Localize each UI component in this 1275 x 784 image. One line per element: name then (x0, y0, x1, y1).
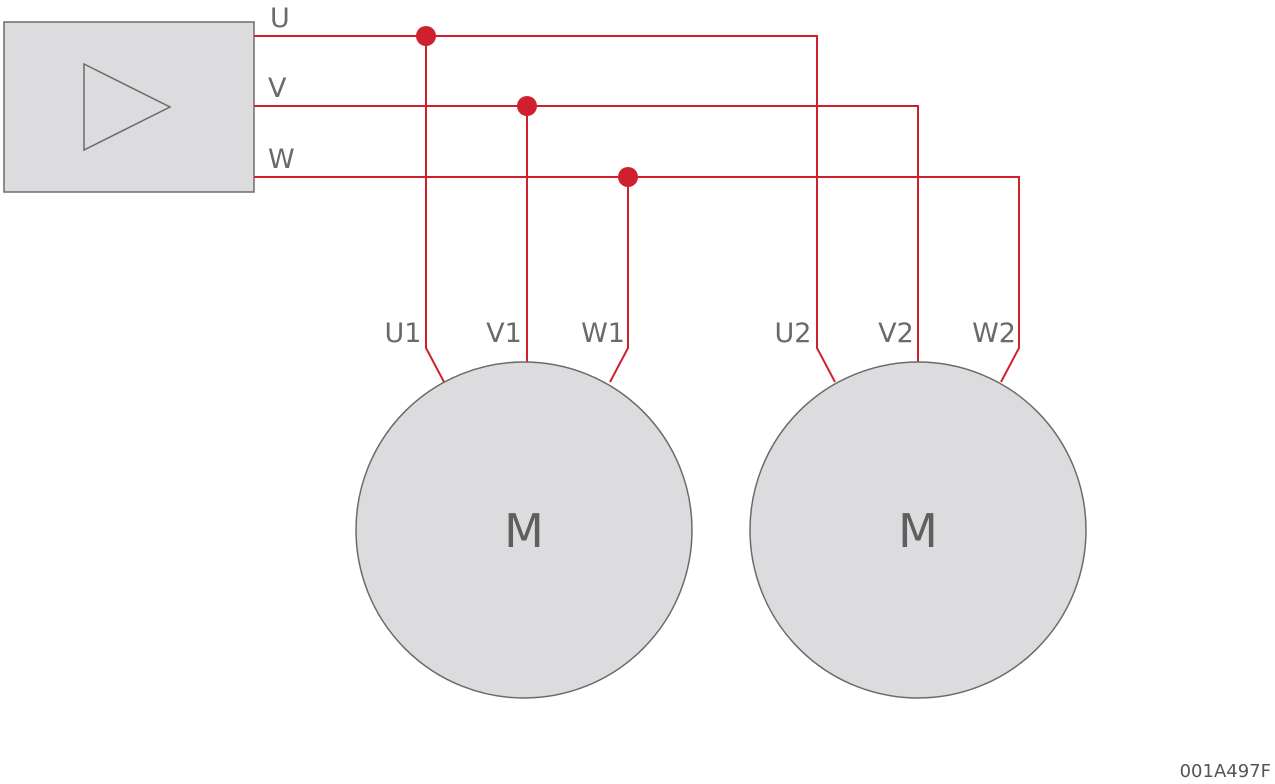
junction-dot-w (618, 167, 638, 187)
junction-dot-v (517, 96, 537, 116)
wire-u-main (254, 35, 836, 383)
triangle-amplifier-icon (83, 62, 172, 152)
junctions (416, 26, 638, 187)
wire-v-main (254, 105, 919, 362)
motor-1-terminal-v: V1 (486, 318, 522, 349)
motor-2-terminal-w: W2 (972, 318, 1016, 349)
motor-1-terminal-w: W1 (581, 318, 625, 349)
motor-2-body (749, 361, 1087, 699)
motor-1-body (355, 361, 693, 699)
motor-2-terminal-v: V2 (878, 318, 914, 349)
wire-w1-drop (609, 177, 629, 383)
wire-w-main (254, 176, 1020, 383)
phase-label-v: V (268, 73, 287, 104)
figure-code: 001A497F (1180, 761, 1271, 782)
converter-block (3, 21, 255, 193)
motor-1-label: M (504, 504, 544, 558)
motor-2-label: M (898, 504, 938, 558)
motor-2: M U2 V2 W2 (749, 318, 1087, 699)
phase-label-w: W (268, 144, 295, 175)
junction-dot-u (416, 26, 436, 46)
motor-2-terminal-u: U2 (775, 318, 812, 349)
converter-box (3, 21, 255, 193)
motor-1: M U1 V1 W1 (355, 318, 693, 699)
wire-u1-drop (425, 36, 445, 383)
motor-1-terminal-u: U1 (385, 318, 422, 349)
phase-label-u: U (270, 3, 290, 34)
